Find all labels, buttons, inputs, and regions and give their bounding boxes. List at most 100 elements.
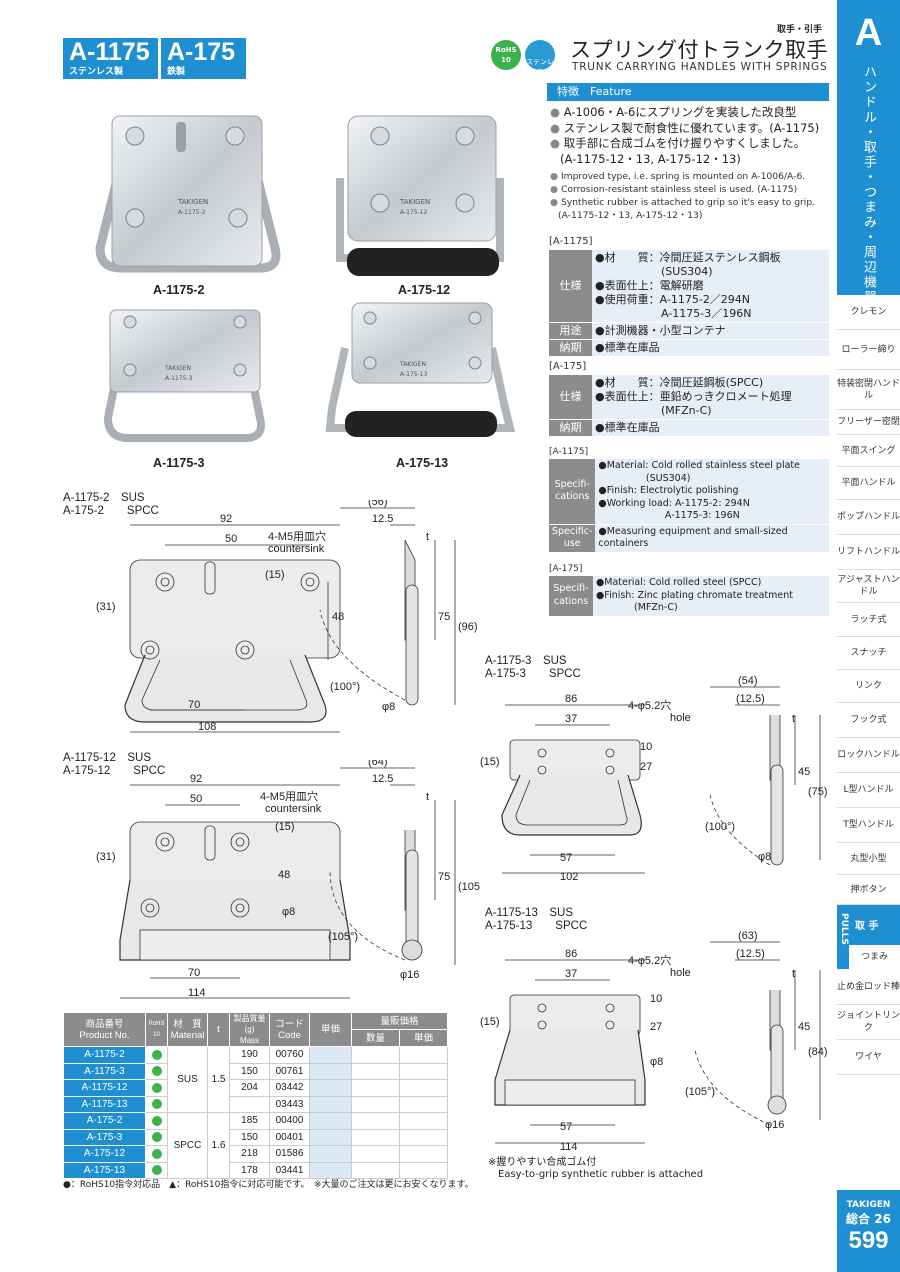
category-label: 取手・引手 bbox=[776, 25, 822, 35]
sidebar-item[interactable]: L型ハンドル bbox=[837, 773, 900, 808]
sidebar-item-knobs[interactable]: つまみ bbox=[849, 945, 900, 969]
svg-text:φ8: φ8 bbox=[382, 701, 395, 713]
svg-text:(96): (96) bbox=[458, 621, 478, 633]
sidebar-item[interactable]: フリーザー密閉 bbox=[837, 410, 900, 435]
svg-text:48: 48 bbox=[332, 611, 344, 623]
svg-text:φ8: φ8 bbox=[282, 906, 295, 918]
photo-caption: A-1175-3 bbox=[153, 456, 205, 470]
svg-text:(100°): (100°) bbox=[330, 681, 360, 693]
spec-cell: ●計測機器・小型コンテナ bbox=[592, 322, 829, 340]
sidebar-item[interactable]: 止め金ロッド棒 bbox=[837, 970, 900, 1005]
qty-cell bbox=[351, 1112, 400, 1130]
sidebar-pulls[interactable]: PULLS 取 手 つまみ bbox=[837, 905, 900, 969]
qty-cell bbox=[351, 1145, 400, 1163]
sidebar-item[interactable]: 平面ハンドル bbox=[837, 467, 900, 500]
sidebar-item[interactable]: ジョイントリンク bbox=[837, 1005, 900, 1040]
photo-caption: A-175-12 bbox=[398, 283, 451, 297]
feature-item: ● 取手部に合成ゴムを付け握りやすくしました。 bbox=[550, 136, 806, 150]
section-tab[interactable]: A ハンドル・取手・つまみ・周辺機器 bbox=[837, 0, 900, 305]
svg-text:hole: hole bbox=[670, 712, 691, 724]
svg-text:92: 92 bbox=[220, 513, 232, 525]
svg-text:92: 92 bbox=[190, 773, 202, 785]
photo-a175-12: TAKIGEN A-175-12 bbox=[336, 115, 504, 276]
sidebar-item[interactable]: ラッチ式 bbox=[837, 603, 900, 637]
spec-cell: ●標準在庫品 bbox=[592, 419, 829, 437]
sidebar-item[interactable]: アジャストハンドル bbox=[837, 570, 900, 603]
model-badge-a1175: A-1175 ステンレス製 bbox=[63, 38, 158, 79]
mass-cell: 190 bbox=[229, 1046, 270, 1064]
spec-table-en-a1175: Specifi-cations ●Material: Cold rolled s… bbox=[549, 459, 829, 553]
svg-text:108: 108 bbox=[198, 721, 216, 733]
footer-section: 総合 26 bbox=[846, 1212, 891, 1226]
svg-text:(15): (15) bbox=[265, 569, 285, 581]
price-cell bbox=[309, 1128, 352, 1146]
svg-text:48: 48 bbox=[278, 869, 290, 881]
svg-text:102: 102 bbox=[560, 871, 578, 883]
price-cell bbox=[309, 1062, 352, 1080]
rohs-cell bbox=[145, 1062, 168, 1080]
spec-head: 仕様 bbox=[549, 250, 592, 323]
sidebar-item[interactable]: フック式 bbox=[837, 703, 900, 738]
sidebar-item[interactable]: ロックハンドル bbox=[837, 738, 900, 773]
material-cell: SUS bbox=[167, 1046, 208, 1113]
sidebar-item[interactable]: 押ボタン bbox=[837, 875, 900, 905]
rohs-cell bbox=[145, 1095, 168, 1113]
svg-text:countersink: countersink bbox=[265, 803, 322, 815]
feature-item: ● Synthetic rubber is attached to grip s… bbox=[550, 197, 816, 208]
svg-text:4-M5用皿穴: 4-M5用皿穴 bbox=[260, 789, 318, 803]
sidebar-item[interactable]: クレモン bbox=[837, 295, 900, 330]
spec-cell: ●Measuring equipment and small-sized con… bbox=[595, 524, 829, 553]
spec-head: Specifi-cations bbox=[549, 576, 593, 617]
svg-text:37: 37 bbox=[565, 713, 577, 725]
sidebar-item[interactable]: 特装密閉ハンドル bbox=[837, 370, 900, 410]
sidebar-item[interactable]: リフトハンドル bbox=[837, 535, 900, 570]
svg-text:10: 10 bbox=[650, 993, 662, 1005]
price-cell bbox=[309, 1161, 352, 1179]
photo-stamp-model: A-1175-3 bbox=[165, 375, 193, 382]
svg-text:57: 57 bbox=[560, 852, 572, 864]
svg-text:(56): (56) bbox=[368, 500, 388, 508]
col-header: 数量 bbox=[351, 1029, 400, 1047]
svg-text:50: 50 bbox=[190, 793, 202, 805]
sidebar-item[interactable]: 丸型小型 bbox=[837, 843, 900, 875]
bulk-price-cell bbox=[399, 1046, 448, 1064]
model-badge-a175: A-175 鉄製 bbox=[161, 38, 246, 79]
spec-section-label: [A-1175] bbox=[549, 236, 593, 247]
sidebar-item[interactable]: ワイヤ bbox=[837, 1040, 900, 1075]
price-cell bbox=[309, 1112, 352, 1130]
bulk-price-cell bbox=[399, 1079, 448, 1097]
photo-stamp: TAKIGEN bbox=[399, 361, 426, 368]
mass-cell: 218 bbox=[229, 1145, 270, 1163]
bulk-price-cell bbox=[399, 1112, 448, 1130]
spec-cell: ●標準在庫品 bbox=[592, 339, 829, 357]
photo-caption: A-1175-2 bbox=[153, 283, 205, 297]
model-material: 鉄製 bbox=[167, 66, 186, 76]
col-header: t bbox=[207, 1012, 230, 1047]
feature-item: (A-1175-12・13, A-175-12・13) bbox=[560, 151, 741, 166]
thickness-cell: 1.5 bbox=[207, 1046, 230, 1113]
svg-text:(100°): (100°) bbox=[705, 821, 735, 833]
svg-text:(15): (15) bbox=[480, 1016, 500, 1028]
svg-text:114: 114 bbox=[560, 1141, 578, 1153]
code-cell: 03443 bbox=[269, 1095, 310, 1113]
photo-stamp-model: A-175-13 bbox=[400, 371, 428, 378]
svg-text:t: t bbox=[426, 531, 429, 543]
page-title-en: TRUNK CARRYING HANDLES WITH SPRINGS bbox=[572, 61, 828, 73]
sidebar-item[interactable]: 平面スイング bbox=[837, 435, 900, 467]
sidebar-item[interactable]: リンク bbox=[837, 670, 900, 703]
sidebar-item[interactable]: T型ハンドル bbox=[837, 808, 900, 843]
sidebar-item[interactable]: ポップハンドル bbox=[837, 500, 900, 535]
feature-item: ● ステンレス製で耐食性に優れています。(A-1175) bbox=[550, 120, 820, 135]
svg-text:hole: hole bbox=[670, 967, 691, 979]
bulk-price-cell bbox=[399, 1062, 448, 1080]
feature-list-ja: ● A-1006・A-6にスプリングを実装した改良型 ● ステンレス製で耐食性に… bbox=[550, 105, 830, 167]
sidebar-item[interactable]: スナッチ bbox=[837, 637, 900, 670]
mass-cell: 150 bbox=[229, 1062, 270, 1080]
spec-cell: ●Material: Cold rolled steel (SPCC)●Fini… bbox=[593, 576, 829, 617]
product-number: A-175-12 bbox=[63, 1145, 146, 1163]
product-number: A-175-13 bbox=[63, 1161, 146, 1179]
stainless-badge: ステンレス bbox=[525, 40, 555, 76]
sidebar-item[interactable]: ローラー締り bbox=[837, 330, 900, 370]
